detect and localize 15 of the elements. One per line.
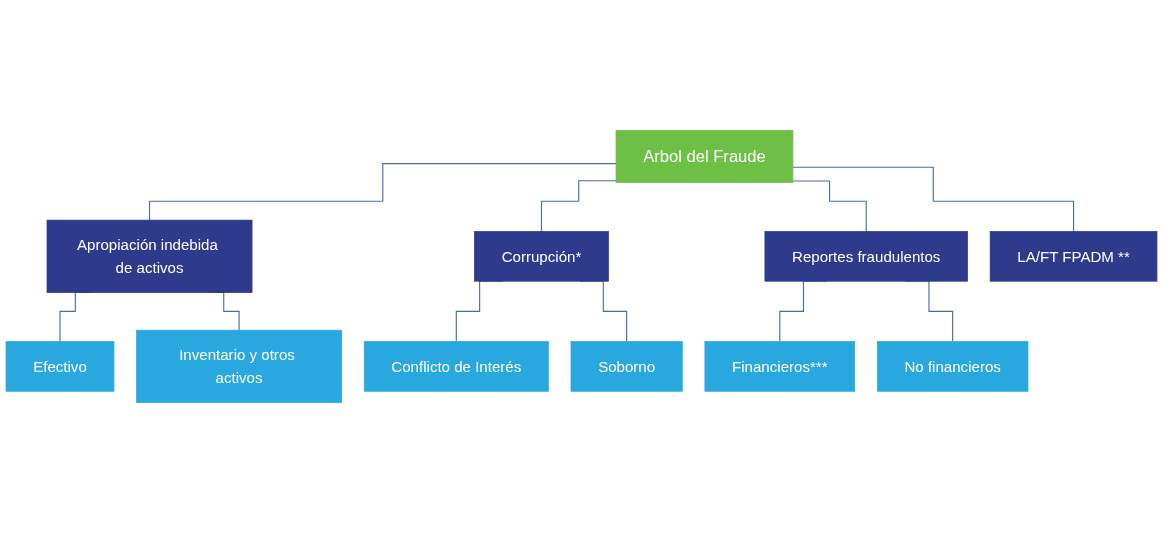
node-box: Corrupción*	[474, 231, 609, 282]
connector	[792, 180, 867, 232]
connector	[540, 180, 617, 232]
node-box: No financieros	[876, 341, 1029, 392]
node-box: LA/FT FPADM **	[989, 231, 1158, 282]
node-box: Apropiación indebida de activos	[46, 219, 253, 293]
node-box: Reportes fraudulentos	[764, 231, 968, 282]
connector	[792, 166, 1075, 232]
node-box: Arbol del Fraude	[615, 130, 794, 183]
node-box: Financieros***	[704, 341, 856, 392]
node-box: Inventario y otros activos	[136, 329, 342, 403]
node-box: Conflicto de Interés	[363, 341, 549, 392]
connector	[148, 163, 617, 221]
node-box: Soborno	[570, 341, 683, 392]
node-box: Efectivo	[5, 341, 115, 392]
